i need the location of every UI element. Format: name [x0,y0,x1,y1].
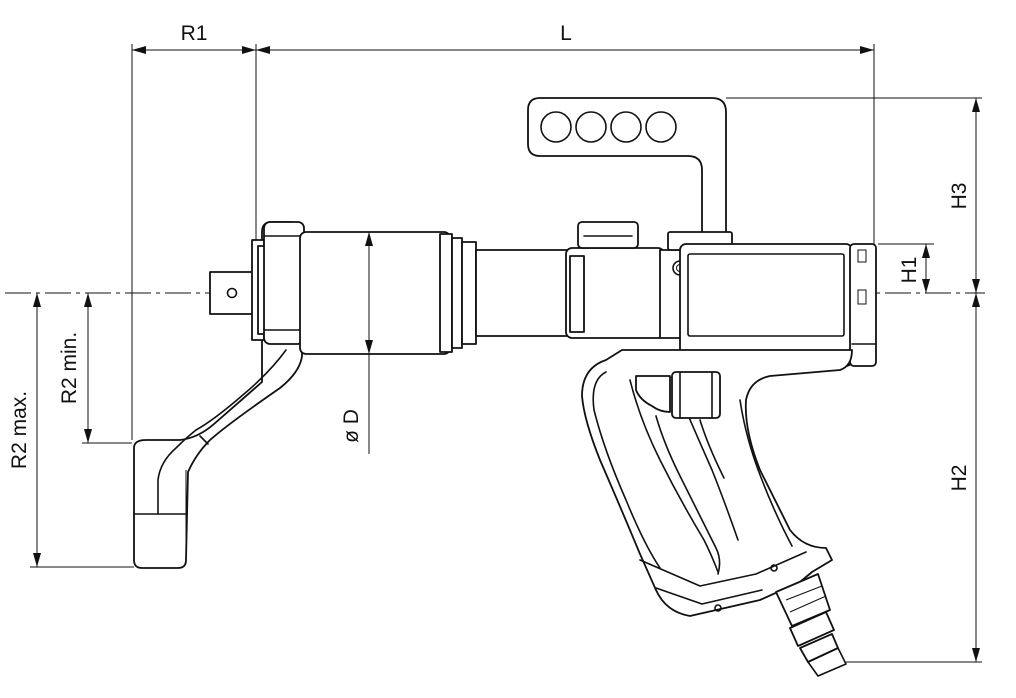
label-d: ø D [340,409,363,443]
label-h3: H3 [948,183,971,210]
dim-d [365,232,373,454]
label-h2: H2 [948,465,971,492]
pistol-grip [581,349,853,617]
square-drive [209,239,267,341]
label-r2-max: R2 max. [8,391,31,469]
dim-l [256,46,874,54]
top-shadow-right [570,0,830,28]
dim-h3 [972,98,980,293]
motor-body [679,243,877,367]
label-r2-min: R2 min. [58,332,81,404]
top-shadow-left [100,0,400,28]
dim-r2-max [33,293,41,567]
motor-coupling [565,221,688,339]
dim-h1 [922,244,930,293]
support-handle [527,97,733,251]
dim-r2-min [84,293,92,443]
gear-housing [299,231,569,355]
dim-r1 [132,46,256,54]
dim-h2 [972,293,980,662]
head-flange [263,221,305,345]
label-l: L [560,22,572,45]
label-r1: R1 [181,22,208,45]
label-h1: H1 [898,257,921,284]
air-inlet-fitting [775,573,847,677]
